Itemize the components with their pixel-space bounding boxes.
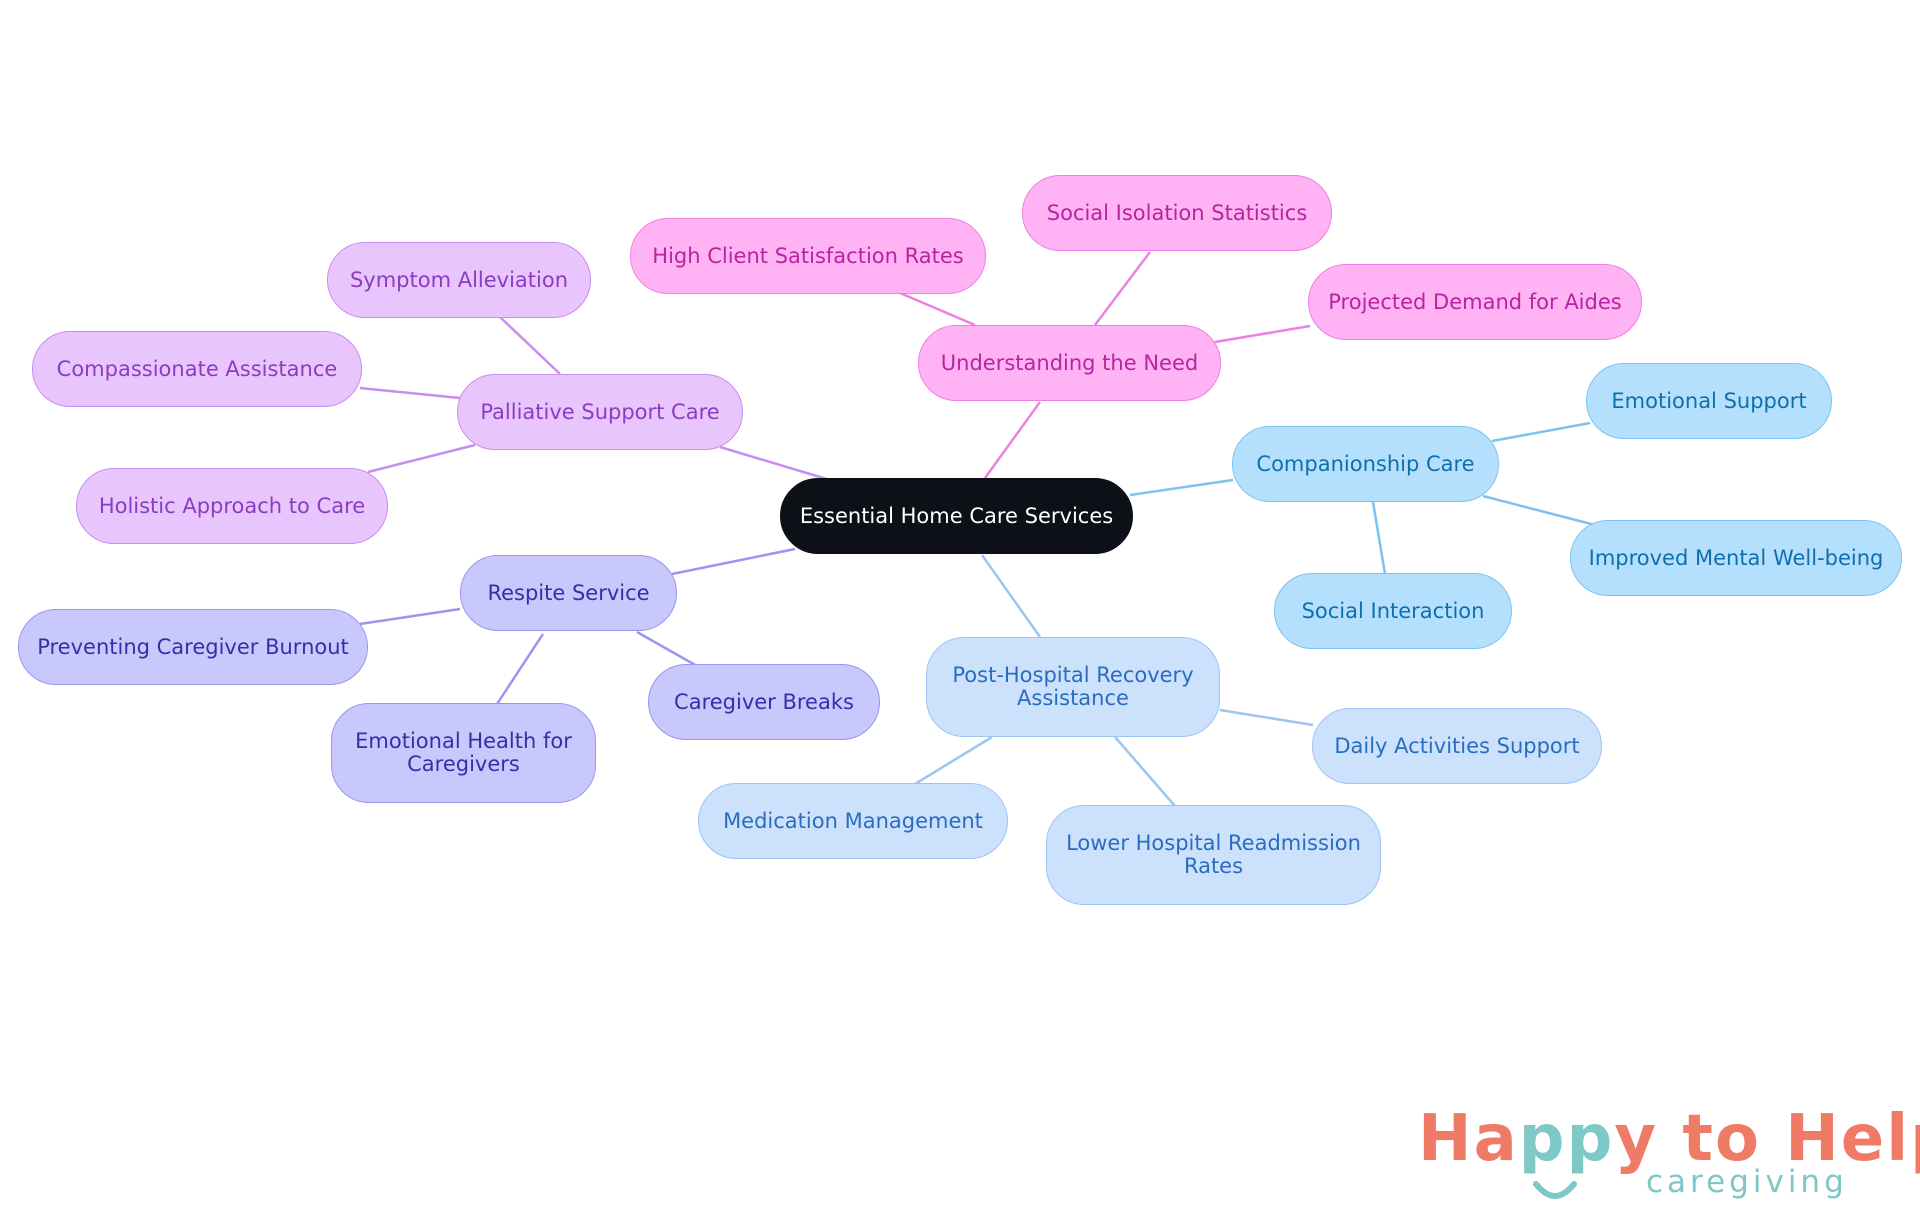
leaf-symptom-alleviation: Symptom Alleviation bbox=[327, 242, 591, 318]
leaf-improved-mental-wellbeing: Improved Mental Well-being bbox=[1570, 520, 1902, 596]
logo-tagline: caregiving bbox=[1646, 1164, 1848, 1200]
leaf-preventing-caregiver-burnout: Preventing Caregiver Burnout bbox=[18, 609, 368, 685]
link-palliative-holistic bbox=[367, 443, 476, 474]
branch-post-hospital-recovery: Post-Hospital Recovery Assistance bbox=[926, 637, 1220, 737]
link-understanding-demand bbox=[1214, 324, 1311, 344]
leaf-social-isolation-statistics: Social Isolation Statistics bbox=[1022, 175, 1332, 251]
smile-icon bbox=[1533, 1181, 1577, 1199]
root-node: Essential Home Care Services bbox=[780, 478, 1133, 554]
link-companionship-wellbeing bbox=[1482, 494, 1596, 527]
branch-palliative-support-care: Palliative Support Care bbox=[457, 374, 743, 450]
link-understanding-isolation bbox=[1094, 251, 1151, 326]
link-understanding-satisfaction bbox=[899, 291, 976, 327]
leaf-holistic-approach: Holistic Approach to Care bbox=[76, 468, 388, 544]
link-respite-emotional bbox=[495, 633, 545, 705]
happy-to-help-logo: Happy to Help caregiving bbox=[1418, 1102, 1920, 1202]
leaf-compassionate-assistance: Compassionate Assistance bbox=[32, 331, 362, 407]
leaf-caregiver-breaks: Caregiver Breaks bbox=[648, 664, 880, 740]
link-posthospital-daily bbox=[1219, 708, 1314, 727]
link-posthospital-medication bbox=[914, 735, 993, 786]
leaf-lower-hospital-readmission: Lower Hospital Readmission Rates bbox=[1046, 805, 1381, 905]
logo-wordmark: Happy to Help bbox=[1418, 1102, 1920, 1176]
link-respite-breaks bbox=[636, 630, 698, 668]
branch-respite-service: Respite Service bbox=[460, 555, 677, 631]
leaf-daily-activities-support: Daily Activities Support bbox=[1312, 708, 1602, 784]
link-companionship-emotional bbox=[1491, 421, 1591, 443]
link-root-understanding bbox=[983, 401, 1042, 479]
leaf-social-interaction: Social Interaction bbox=[1274, 573, 1512, 649]
leaf-high-client-satisfaction: High Client Satisfaction Rates bbox=[630, 218, 986, 294]
leaf-medication-management: Medication Management bbox=[698, 783, 1008, 859]
branch-companionship-care: Companionship Care bbox=[1232, 426, 1499, 502]
link-palliative-symptom bbox=[499, 316, 561, 375]
link-respite-burnout bbox=[359, 607, 461, 626]
link-companionship-social bbox=[1371, 501, 1387, 575]
leaf-projected-demand: Projected Demand for Aides bbox=[1308, 264, 1642, 340]
leaf-emotional-support: Emotional Support bbox=[1586, 363, 1832, 439]
branch-understanding-the-need: Understanding the Need bbox=[918, 325, 1221, 401]
link-root-palliative bbox=[719, 445, 831, 482]
link-posthospital-readmission bbox=[1114, 736, 1176, 807]
leaf-emotional-health-caregivers: Emotional Health for Caregivers bbox=[331, 703, 596, 803]
link-root-respite bbox=[671, 547, 796, 576]
link-root-posthospital bbox=[980, 554, 1042, 638]
link-palliative-compassionate bbox=[359, 386, 461, 400]
link-root-companionship bbox=[1129, 478, 1234, 497]
